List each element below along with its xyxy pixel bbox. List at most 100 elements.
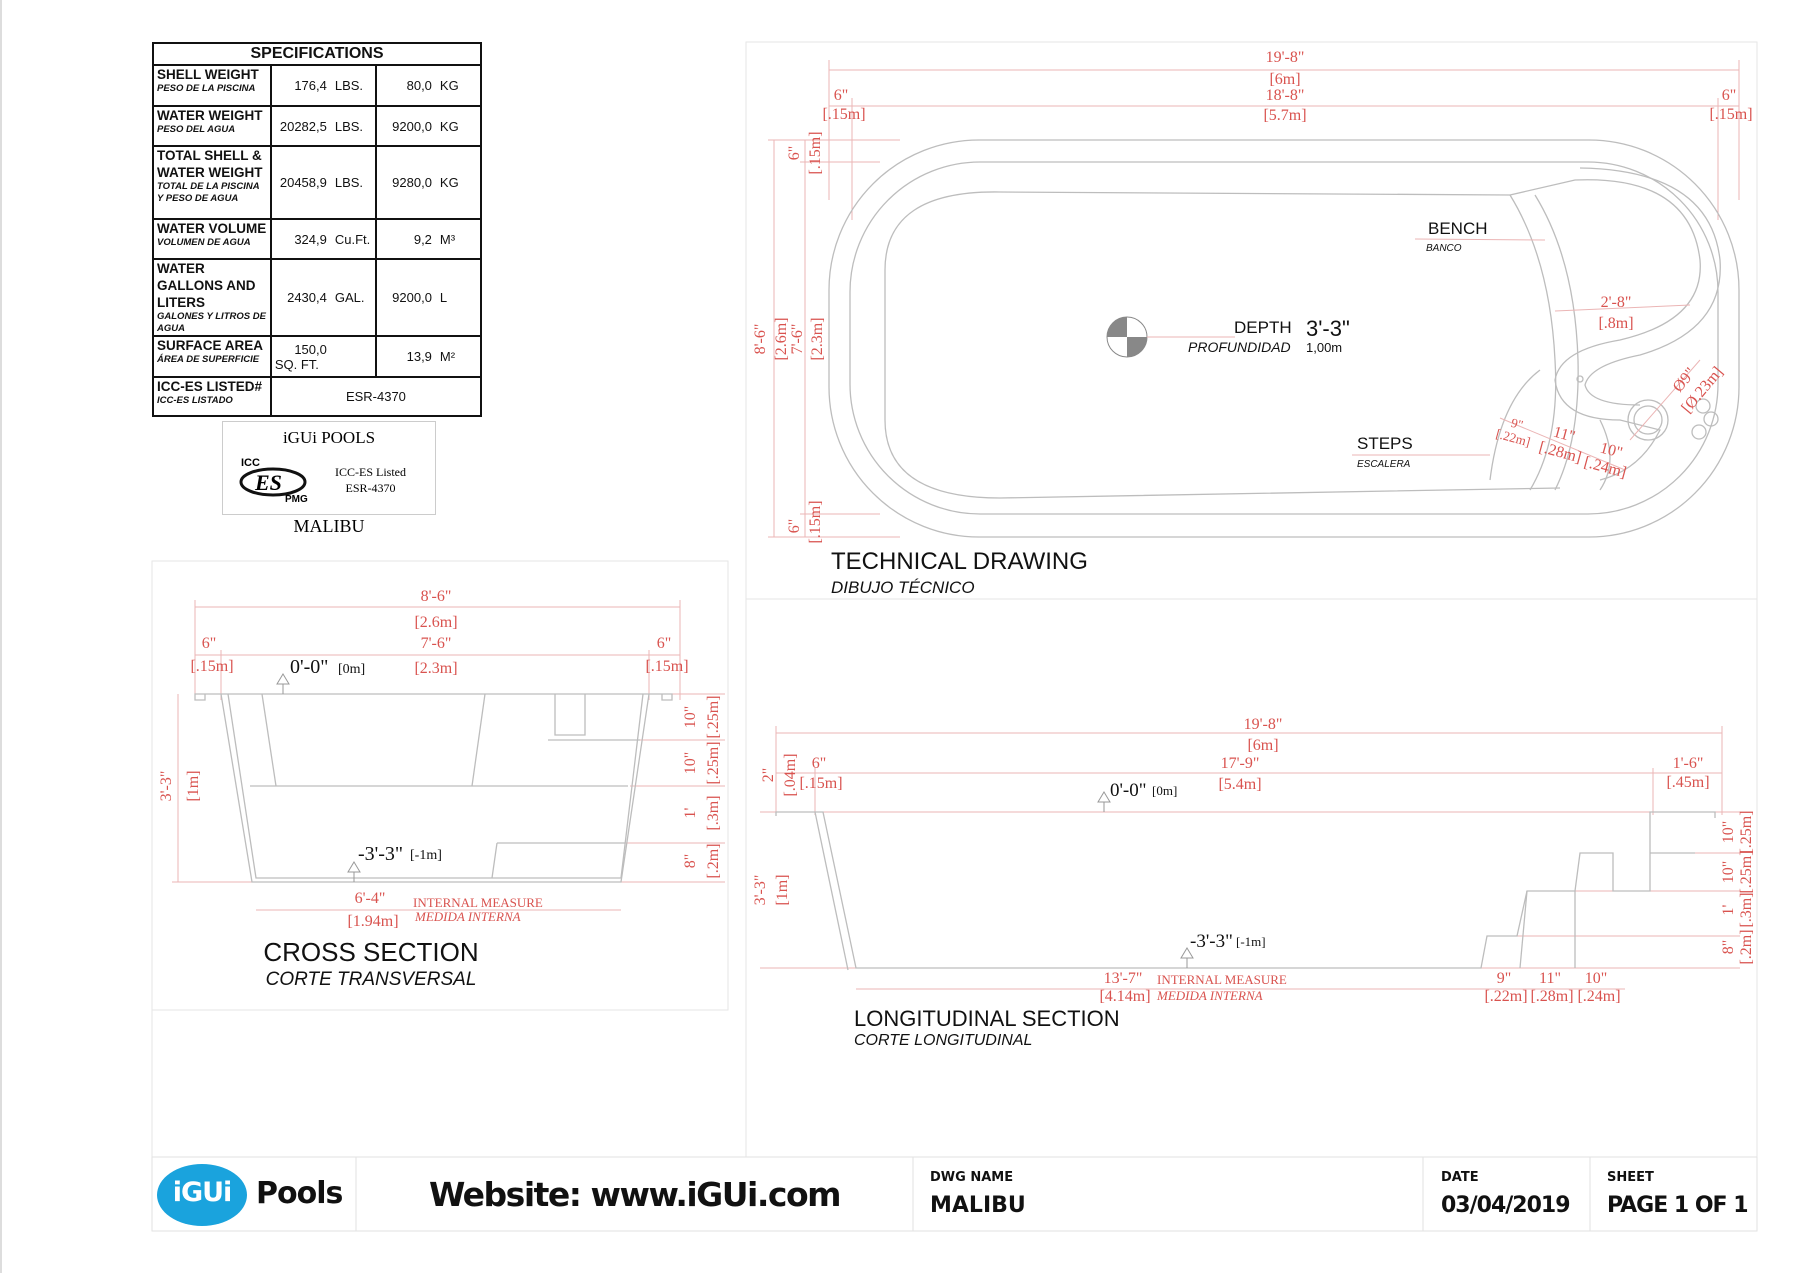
- dim-label: 8'-6": [752, 324, 769, 355]
- depth-marker-icon: [1106, 316, 1235, 358]
- pool-rim-outline: [849, 161, 1719, 515]
- page-edge: [0, 0, 2, 1273]
- internal-measure-label-es: MEDIDA INTERNA: [414, 909, 521, 924]
- dim-label: [.24m]: [1577, 988, 1620, 1005]
- dim-label: [.15m]: [822, 106, 865, 123]
- dim-label: 6": [786, 146, 803, 161]
- spec-value: 9,2: [413, 231, 432, 247]
- spec-label-es: VOLUMEN DE AGUA: [157, 237, 251, 248]
- spec-value: 324,9: [294, 231, 327, 247]
- depth-value-m: 1,00m: [1306, 340, 1342, 355]
- dim-label: 6'-4": [355, 890, 386, 907]
- dim-label: 8'-6": [421, 588, 452, 605]
- depth-label: DEPTH: [1234, 318, 1292, 337]
- spec-label-es: PESO DEL AGUA: [157, 124, 236, 135]
- website-link[interactable]: Website: www.iGUi.com: [428, 1175, 842, 1214]
- cross-section-frame: [151, 560, 729, 1011]
- dim-label: [.24m]: [1582, 454, 1628, 482]
- spec-label: ICC-ES LISTED#: [157, 379, 263, 394]
- spec-unit: M²: [439, 349, 456, 364]
- bench-label-es: BANCO: [1426, 243, 1462, 254]
- cert-number: ESR-4370: [345, 481, 396, 495]
- dim-label: 9": [1497, 970, 1512, 987]
- bottom-level-label-m: [-1m]: [1236, 934, 1266, 949]
- cross-section-profile: [194, 693, 673, 883]
- internal-measure-label-es: MEDIDA INTERNA: [1156, 988, 1263, 1003]
- dim-label: 6": [786, 519, 803, 534]
- icc-number: ESR-4370: [269, 376, 483, 417]
- dim-label: [.25m]: [1738, 850, 1755, 893]
- dim-label: 3'-3": [752, 875, 769, 906]
- spec-value: 2430,4: [287, 290, 327, 305]
- plan-title: TECHNICAL DRAWING: [831, 548, 1088, 575]
- bench-label: BENCH: [1428, 219, 1488, 238]
- dim-label: 18'-8": [1266, 87, 1305, 104]
- pool-outer-outline: [828, 139, 1740, 538]
- steps-label-es: ESCALERA: [1357, 459, 1411, 470]
- sheet-value: PAGE 1 OF 1: [1607, 1193, 1749, 1218]
- level-label-m: [0m]: [338, 662, 365, 677]
- cross-subtitle: CORTE TRANSVERSAL: [266, 969, 477, 990]
- longitudinal-subtitle: CORTE LONGITUDINAL: [854, 1032, 1032, 1049]
- dim-label: [5.4m]: [1218, 776, 1261, 793]
- spec-label-es: TOTAL DE LA PISCINA Y PESO DE AGUA: [157, 181, 260, 204]
- level-label: 0'-0": [1110, 780, 1147, 801]
- depth-label-es: PROFUNDIDAD: [1188, 339, 1291, 355]
- dim-label: [.15m]: [190, 658, 233, 675]
- spec-unit: LBS.: [334, 118, 364, 134]
- dim-label: [1.94m]: [347, 913, 398, 930]
- dim-label: [.15m]: [799, 775, 842, 792]
- dim-label: [1m]: [185, 770, 202, 801]
- dim-label: [.15m]: [1709, 106, 1752, 123]
- plan-subtitle: DIBUJO TÉCNICO: [831, 578, 975, 597]
- dim-label: [4.14m]: [1099, 988, 1150, 1005]
- dim-label: 19'-8": [1244, 716, 1283, 733]
- model-name: MALIBU: [293, 516, 365, 536]
- spec-label: WATER VOLUME: [157, 221, 267, 236]
- depth-value: 3'-3": [1306, 316, 1350, 341]
- steps-label: STEPS: [1357, 434, 1413, 453]
- svg-text:ES: ES: [254, 470, 282, 495]
- spec-value: 150,0: [294, 341, 327, 357]
- spec-unit: Cu.Ft.: [334, 231, 371, 247]
- dim-label: [.3m]: [1738, 892, 1755, 927]
- spec-unit: LBS.: [334, 78, 364, 93]
- spec-label: TOTAL SHELL & WATER WEIGHT: [157, 148, 263, 180]
- dim-label: [5.7m]: [1263, 107, 1306, 124]
- dim-label: [.04m]: [782, 753, 799, 796]
- spec-unit: KG: [439, 78, 459, 93]
- table-row: ICC-ES LISTED#ICC-ES LISTADO ESR-4370: [152, 376, 483, 417]
- dim-label: 10": [1720, 821, 1737, 844]
- pool-inner-outline: [884, 191, 1561, 499]
- dim-label: 6": [1722, 87, 1737, 104]
- spec-label-es: ICC-ES LISTADO: [157, 395, 233, 406]
- dim-label: [.15m]: [807, 500, 824, 543]
- dim-label: 2": [760, 768, 777, 783]
- dim-label: 10": [682, 706, 699, 729]
- igui-logo-icon: [157, 1164, 247, 1226]
- dim-label: 10": [1720, 861, 1737, 884]
- spec-value: 20282,5: [279, 118, 327, 134]
- spec-value: 20458,9: [279, 175, 327, 190]
- dim-label: [.3m]: [705, 795, 722, 830]
- dim-label: 17'-9": [1221, 755, 1260, 772]
- cross-section: 8'-6" [2.6m] 6" [.15m] 7'-6" [2.3m] 6" […: [158, 588, 725, 990]
- dim-label: [.45m]: [1666, 774, 1709, 791]
- spec-value: 9280,0: [392, 175, 432, 190]
- dim-label: 11": [1551, 424, 1577, 446]
- dim-label: 19'-8": [1266, 49, 1305, 66]
- logo-word: Pools: [256, 1176, 343, 1211]
- dim-label: [.25m]: [1738, 810, 1755, 853]
- dim-label: 7'-6": [789, 324, 806, 355]
- dwg-name: MALIBU: [930, 1193, 1026, 1218]
- spec-unit: KG: [439, 118, 459, 134]
- dim-label: 6": [834, 87, 849, 104]
- spec-label-es: ÁREA DE SUPERFICIE: [157, 354, 260, 365]
- dim-label: 13'-7": [1104, 970, 1143, 987]
- dim-label: [.15m]: [645, 658, 688, 675]
